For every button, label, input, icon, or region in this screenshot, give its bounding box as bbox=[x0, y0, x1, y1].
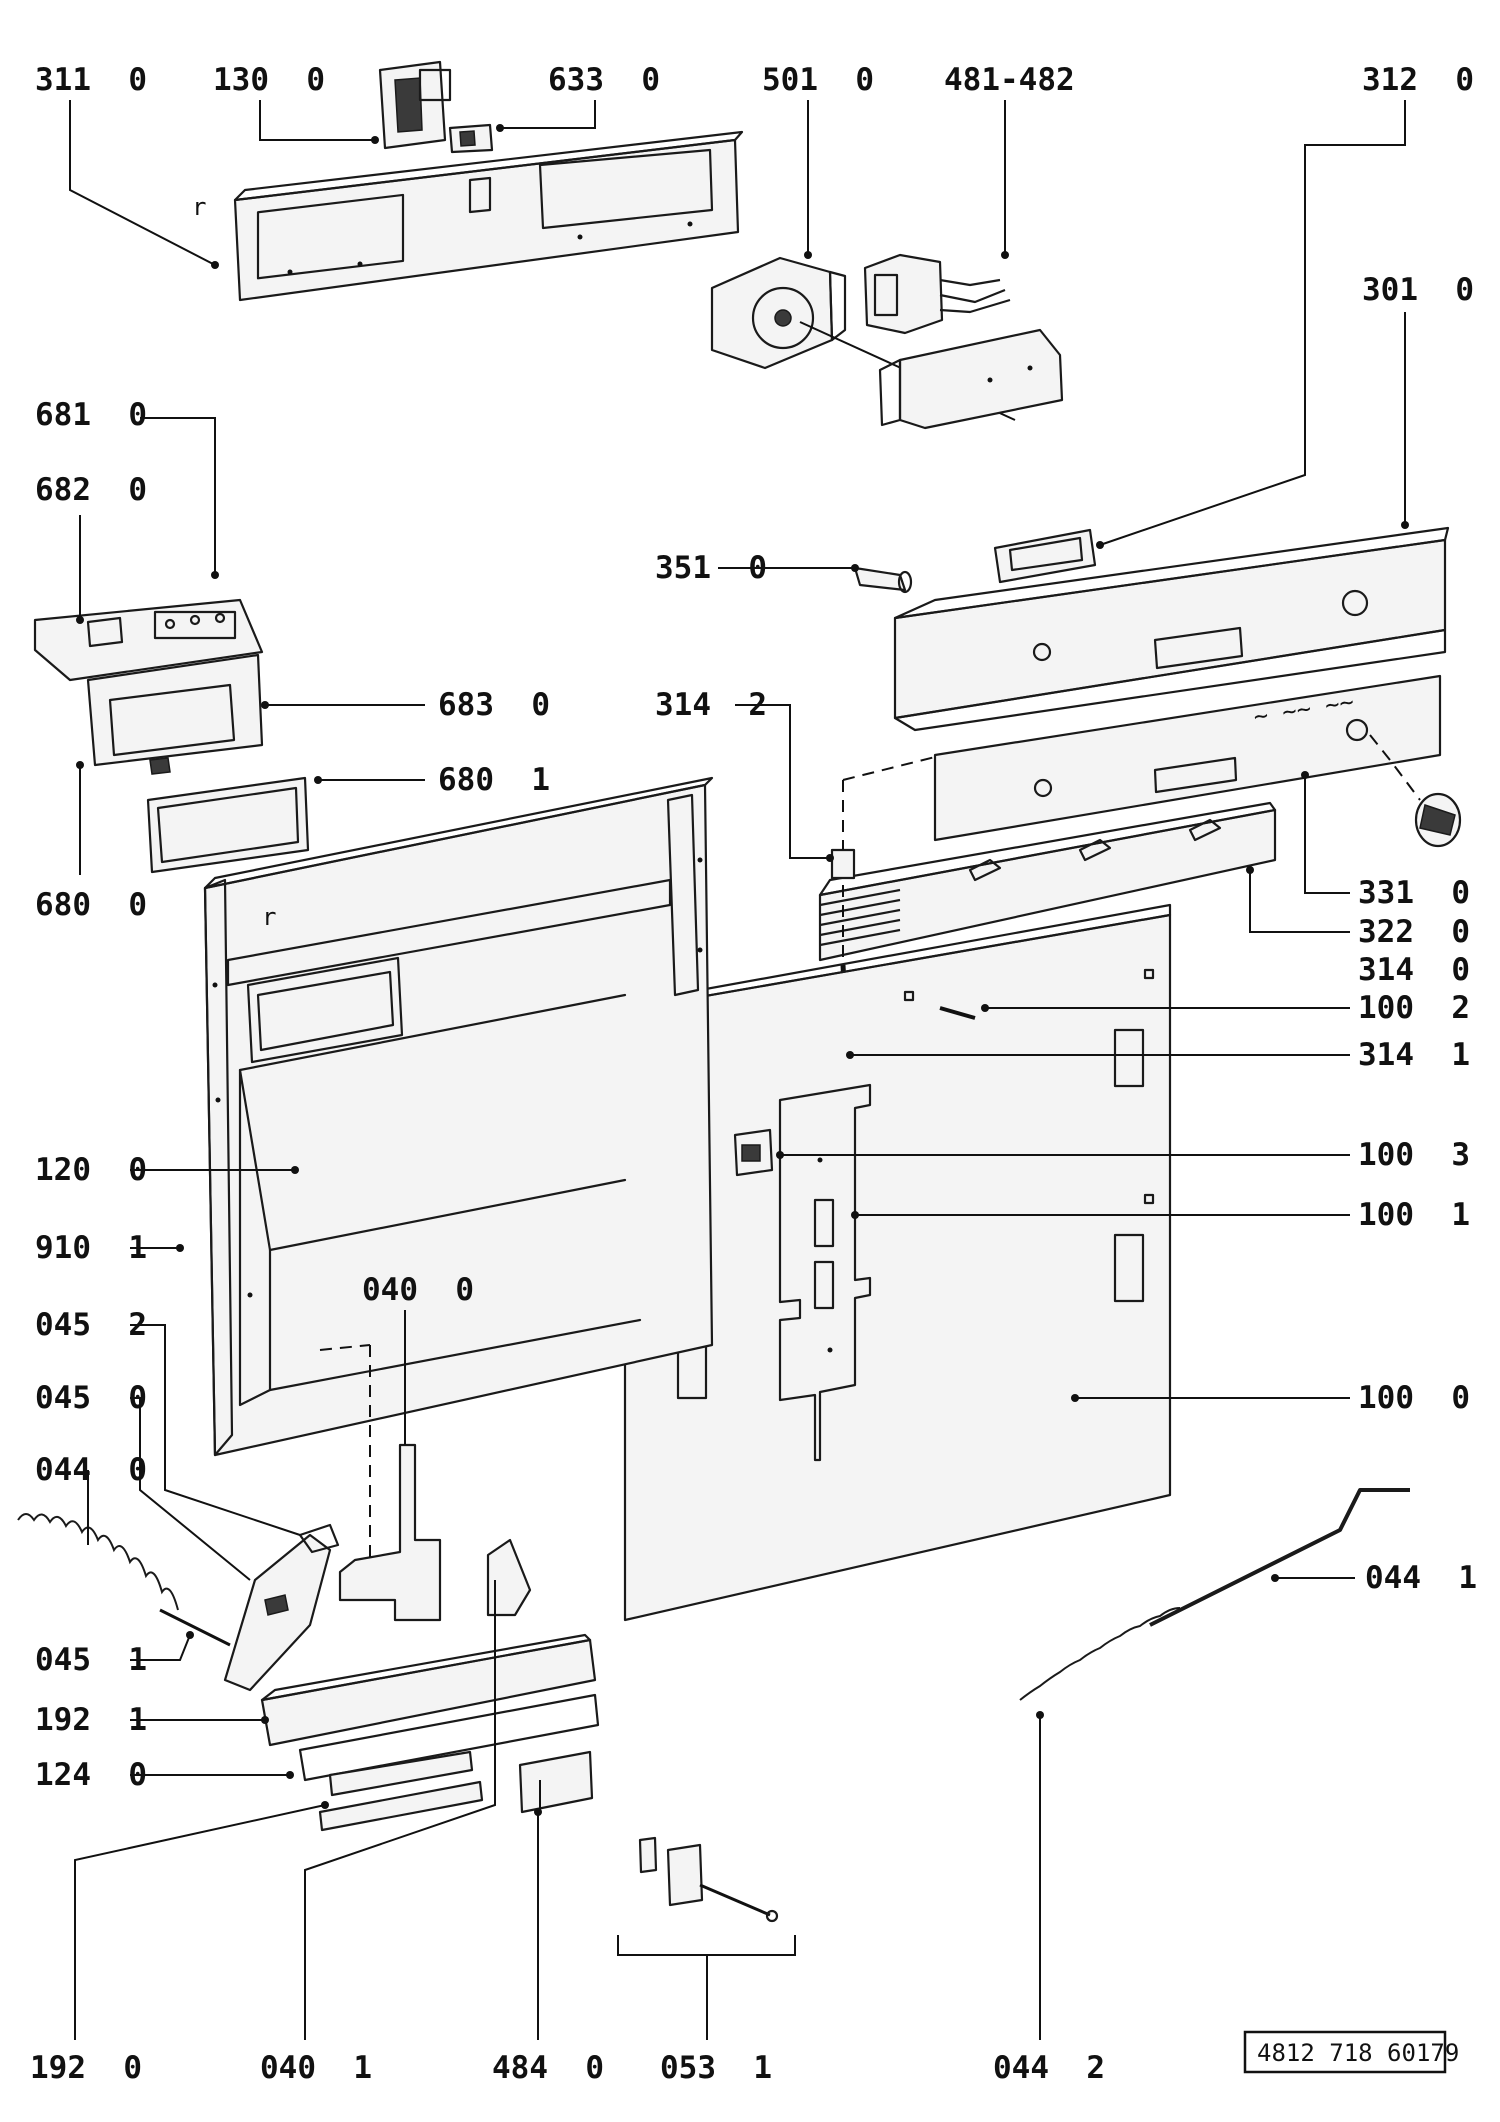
reference-number: 4812 718 60179 bbox=[1257, 2039, 1459, 2067]
part-small-block bbox=[830, 756, 936, 880]
callout-045-0: 045 0 bbox=[35, 1380, 147, 1416]
callout-682-0: 682 0 bbox=[35, 472, 147, 508]
part-hinge-arm bbox=[223, 1523, 340, 1692]
part-small-spring bbox=[518, 1750, 594, 1814]
callout-192-1: 192 1 bbox=[35, 1702, 147, 1738]
part-pin bbox=[853, 566, 913, 594]
callout-484-0: 484 0 bbox=[492, 2050, 604, 2086]
part-door-handle bbox=[993, 528, 1097, 584]
part-lower-trim bbox=[318, 1750, 484, 1832]
callout-680-1: 680 1 bbox=[438, 762, 550, 798]
callout-130-0: 130 0 bbox=[213, 62, 325, 98]
callout-322-0: 322 0 bbox=[1358, 914, 1470, 950]
callout-192-0: 192 0 bbox=[30, 2050, 142, 2086]
part-detergent-dispenser bbox=[33, 598, 264, 775]
callout-314-2: 314 2 bbox=[655, 687, 767, 723]
callout-045-2: 045 2 bbox=[35, 1307, 147, 1343]
callout-314-1: 314 1 bbox=[1358, 1037, 1470, 1073]
part-control-panel bbox=[893, 526, 1450, 732]
callout-040-0: 040 0 bbox=[362, 1272, 474, 1308]
callout-044-2: 044 2 bbox=[993, 2050, 1105, 2086]
callout-044-0: 044 0 bbox=[35, 1452, 147, 1488]
callout-045-1: 045 1 bbox=[35, 1642, 147, 1678]
part-facia-strip: ~ ~~ ~~ bbox=[933, 674, 1442, 842]
callout-301-0: 301 0 bbox=[1362, 272, 1474, 308]
part-kit-parts bbox=[638, 1836, 779, 1923]
callout-481-482: 481-482 bbox=[944, 62, 1075, 98]
callout-053-1: 053 1 bbox=[660, 2050, 772, 2086]
callout-100-0: 100 0 bbox=[1358, 1380, 1470, 1416]
side-mark-r-top: r bbox=[192, 193, 206, 221]
part-control-bracket bbox=[233, 130, 744, 302]
callout-044-1: 044 1 bbox=[1365, 1560, 1477, 1596]
callout-314-0: 314 0 bbox=[1358, 952, 1470, 988]
part-ribbed-rail bbox=[818, 801, 1277, 962]
part-clip bbox=[448, 123, 494, 154]
callout-100-1: 100 1 bbox=[1358, 1197, 1470, 1233]
callout-683-0: 683 0 bbox=[438, 687, 550, 723]
part-hinge-stop bbox=[486, 1538, 532, 1617]
callout-311-0: 311 0 bbox=[35, 62, 147, 98]
callout-120-0: 120 0 bbox=[35, 1152, 147, 1188]
part-door-switch bbox=[378, 60, 452, 150]
callout-labels: 311 0 130 0 633 0 501 0 481-482 312 0 30… bbox=[30, 62, 1477, 2086]
side-mark-r-frame: r bbox=[262, 903, 276, 931]
callout-681-0: 681 0 bbox=[35, 397, 147, 433]
callout-351-0: 351 0 bbox=[655, 550, 767, 586]
callout-124-0: 124 0 bbox=[35, 1757, 147, 1793]
part-inner-door-frame bbox=[203, 776, 714, 1457]
part-lock-plate bbox=[778, 1083, 872, 1462]
callout-312-0: 312 0 bbox=[1362, 62, 1474, 98]
leader-lines bbox=[69, 100, 1409, 2040]
part-hinge-bracket bbox=[319, 1344, 442, 1622]
part-spring-right bbox=[1019, 1488, 1410, 1701]
callout-040-1: 040 1 bbox=[260, 2050, 372, 2086]
part-gasket bbox=[146, 776, 310, 874]
part-spring-left bbox=[17, 1513, 231, 1647]
reference-number-box: 4812 718 60179 bbox=[1243, 2030, 1459, 2074]
part-connector-block bbox=[863, 253, 1011, 335]
callout-100-2: 100 2 bbox=[1358, 990, 1470, 1026]
part-rotary-knob bbox=[1369, 734, 1462, 848]
callout-910-1: 910 1 bbox=[35, 1230, 147, 1266]
part-programmer bbox=[710, 256, 1016, 421]
callout-633-0: 633 0 bbox=[548, 62, 660, 98]
part-catch bbox=[733, 1128, 774, 1177]
callout-331-0: 331 0 bbox=[1358, 875, 1470, 911]
callout-100-3: 100 3 bbox=[1358, 1137, 1470, 1173]
part-bottom-rail bbox=[260, 1633, 600, 1782]
part-mounting-plate bbox=[878, 328, 1064, 430]
callout-501-0: 501 0 bbox=[762, 62, 874, 98]
callout-680-0: 680 0 bbox=[35, 887, 147, 923]
